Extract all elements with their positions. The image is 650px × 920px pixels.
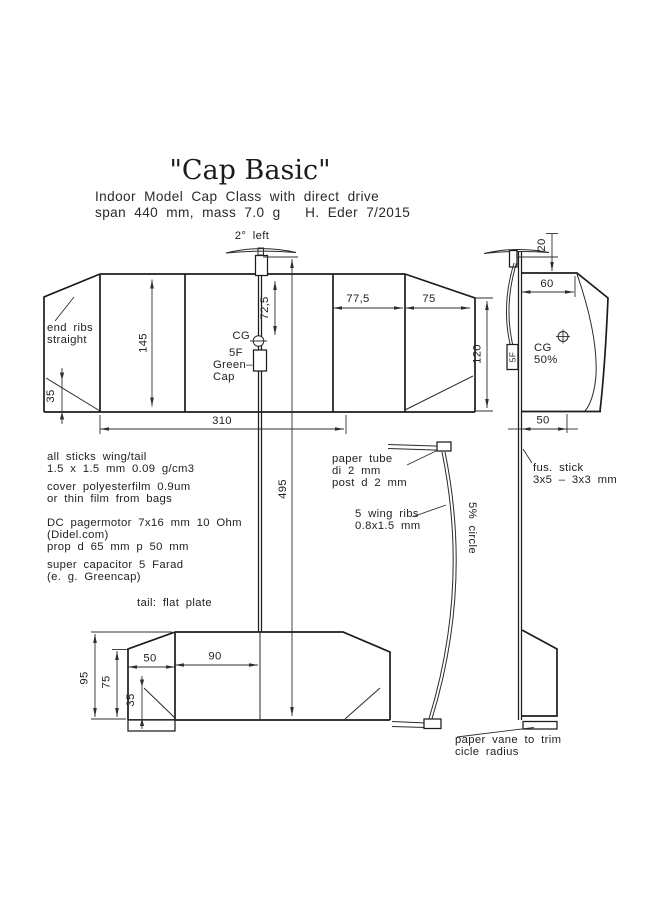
capacitor-label-1: 5F — [229, 347, 243, 359]
cg-label: CG — [232, 330, 250, 342]
note-line: (Didel.com) — [47, 529, 109, 541]
note-line: cover polyesterfilm 0.9um — [47, 481, 190, 493]
cg-side-label-2: 50% — [534, 354, 558, 366]
note-line: DC pagermotor 7x16 mm 10 Ohm — [47, 517, 242, 529]
capacitor-plan — [254, 350, 267, 371]
end-ribs-label-1: end ribs — [47, 322, 93, 334]
paper-vane-label-1: paper vane to trim — [455, 734, 561, 746]
dim-495: 495 — [277, 479, 289, 499]
notes-block: all sticks wing/tail 1.5 x 1.5 mm 0.09 g… — [47, 451, 242, 609]
dim-20: 20 — [536, 238, 548, 251]
subtitle-line-1: Indoor Model Cap Class with direct drive — [95, 189, 379, 204]
capacitor-side — [507, 345, 518, 370]
paper-tube-label-2: di 2 mm — [332, 465, 381, 477]
end-ribs-note: end ribs straight — [47, 297, 93, 346]
prop-angle-label: 2° left — [235, 230, 270, 242]
dim-35-wing: 35 — [45, 389, 57, 402]
title-block: "Cap Basic" Indoor Model Cap Class with … — [95, 155, 410, 220]
wing-plan-dimensions: 145 72,5 77,5 75 120 310 35 495 — [45, 259, 493, 716]
side-view: CG 50% 5F — [484, 249, 608, 729]
capacitor-side-label: 5F — [508, 352, 518, 363]
paper-tube-label-3: post d 2 mm — [332, 477, 407, 489]
dim-310: 310 — [212, 415, 232, 427]
wing-plan-view — [44, 274, 475, 412]
tail-vane-plan — [128, 720, 175, 731]
cg-side-label-1: CG — [534, 342, 552, 354]
dim-95: 95 — [79, 671, 91, 684]
paper-vane-side — [523, 722, 557, 730]
subtitle-line-2: span 440 mm, mass 7.0 g H. Eder 7/2015 — [95, 205, 410, 220]
tail-dimensions: 95 75 50 90 35 — [79, 632, 258, 729]
paper-vane-label-2: cicle radius — [455, 746, 519, 758]
dim-50-tail: 50 — [143, 653, 156, 665]
dim-77-5: 77,5 — [346, 293, 369, 305]
propeller-plan — [226, 249, 296, 253]
paper-tube-label-1: paper tube — [332, 453, 393, 465]
dim-35-tail: 35 — [125, 693, 137, 706]
cg-plan: CG 5F Green– Cap — [213, 330, 267, 383]
motor-plan — [256, 256, 268, 276]
paper-tube-top — [437, 442, 451, 451]
note-line: all sticks wing/tail — [47, 451, 147, 463]
note-line: (e. g. Greencap) — [47, 571, 141, 583]
dim-90: 90 — [208, 651, 221, 663]
dim-120: 120 — [472, 344, 484, 364]
wing-ribs-label-2: 0.8x1.5 mm — [355, 520, 421, 532]
tail-plan-view — [128, 632, 390, 731]
fus-stick-label-2: 3x5 – 3x3 mm — [533, 474, 617, 486]
dim-60: 60 — [540, 278, 553, 290]
note-line: prop d 65 mm p 50 mm — [47, 541, 189, 553]
side-view-dimensions: 20 60 50 fus. stick 3x5 – 3x3 mm paper v… — [455, 234, 617, 758]
note-line: super capacitor 5 Farad — [47, 559, 183, 571]
dim-72-5: 72,5 — [259, 296, 271, 319]
wing-post-detail: paper tube di 2 mm post d 2 mm 5 wing ri… — [332, 442, 478, 729]
note-line: 1.5 x 1.5 mm 0.09 g/cm3 — [47, 463, 194, 475]
note-line: or thin film from bags — [47, 493, 172, 505]
fus-stick-label-1: fus. stick — [533, 462, 583, 474]
camber-label: 5% circle — [466, 502, 478, 554]
capacitor-label-2: Green– — [213, 359, 253, 371]
dim-75-tail: 75 — [101, 675, 113, 688]
tail-caption: tail: flat plate — [137, 597, 212, 609]
wing-ribs-label-1: 5 wing ribs — [355, 508, 419, 520]
dim-50-side: 50 — [536, 415, 549, 427]
fuselage-plan: 2° left — [226, 230, 298, 632]
capacitor-label-3: Cap — [213, 371, 235, 383]
dim-75: 75 — [422, 293, 435, 305]
paper-tube-bottom — [424, 719, 441, 729]
page-title: "Cap Basic" — [169, 155, 330, 186]
propeller-side — [484, 249, 549, 253]
dim-145: 145 — [138, 333, 150, 353]
end-ribs-label-2: straight — [47, 334, 87, 346]
